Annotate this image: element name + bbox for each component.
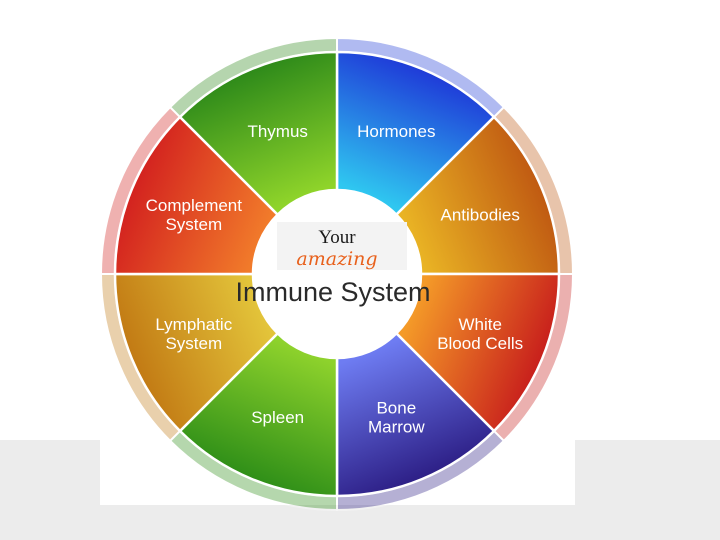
segment-label-hormones: Hormones — [357, 122, 435, 141]
segment-label-spleen: Spleen — [251, 408, 304, 427]
center-circle — [253, 190, 421, 358]
segment-antibodies — [394, 115, 561, 276]
segment-bone-marrow — [335, 331, 496, 498]
segment-thymus — [178, 50, 339, 217]
title-your: Your — [318, 227, 356, 248]
segment-complement-system — [113, 115, 280, 276]
center-hub: Your amazing Immune System — [235, 190, 431, 358]
title-amazing: amazing — [296, 248, 377, 270]
segment-hormones — [335, 50, 496, 217]
segment-label-antibodies: Antibodies — [441, 206, 520, 225]
segment-lymphatic-system — [113, 272, 280, 433]
segments-layer — [99, 36, 575, 512]
title-highlight-box — [277, 222, 407, 270]
segment-label-thymus: Thymus — [247, 122, 307, 141]
title-immune-system: Immune System — [235, 277, 430, 307]
segment-spleen — [178, 331, 339, 498]
segment-white-blood-cells — [394, 272, 561, 433]
